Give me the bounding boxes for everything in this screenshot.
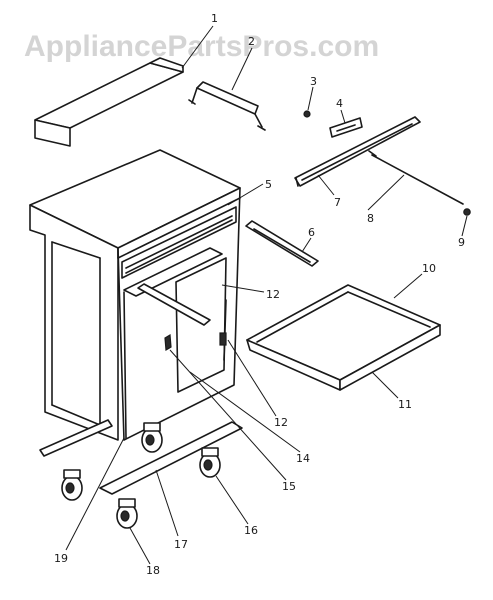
part-handle — [188, 81, 266, 131]
callout-12-upper: 12 — [266, 288, 280, 301]
part-slide-6 — [245, 220, 319, 267]
part-nut-9 — [463, 208, 471, 216]
part-lock-15 — [164, 333, 172, 352]
callout-5: 5 — [265, 178, 272, 191]
part-drawer-tray — [246, 284, 441, 391]
callout-8: 8 — [367, 212, 374, 225]
callout-9: 9 — [458, 236, 465, 249]
callout-12-lower: 12 — [274, 416, 288, 429]
callout-7: 7 — [334, 196, 341, 209]
part-caster-18 — [116, 498, 138, 529]
callout-6: 6 — [308, 226, 315, 239]
part-rail-7 — [294, 116, 421, 187]
part-caster-front-left — [61, 469, 83, 501]
callout-19: 19 — [54, 552, 68, 565]
callout-2: 2 — [248, 35, 255, 48]
part-cabinet-body — [29, 149, 241, 441]
callout-14: 14 — [296, 452, 310, 465]
part-caster-16 — [199, 447, 221, 478]
callout-10: 10 — [422, 262, 436, 275]
callout-16: 16 — [244, 524, 258, 537]
callout-17: 17 — [174, 538, 188, 551]
callout-11: 11 — [398, 398, 412, 411]
part-base-plate-17 — [39, 419, 243, 495]
callout-3: 3 — [310, 75, 317, 88]
part-top-trim — [34, 57, 184, 147]
part-rod-8 — [368, 150, 464, 205]
part-plate-4 — [329, 117, 363, 138]
callout-4: 4 — [336, 97, 343, 110]
part-caster-rear-left — [141, 422, 163, 453]
leader-lines — [65, 25, 468, 565]
callout-15: 15 — [282, 480, 296, 493]
callout-18: 18 — [146, 564, 160, 577]
part-screw-3 — [303, 110, 311, 118]
callout-labels: 1 2 3 4 5 6 7 8 9 10 11 12 12 14 15 16 1… — [54, 12, 465, 577]
callout-1: 1 — [211, 12, 218, 25]
